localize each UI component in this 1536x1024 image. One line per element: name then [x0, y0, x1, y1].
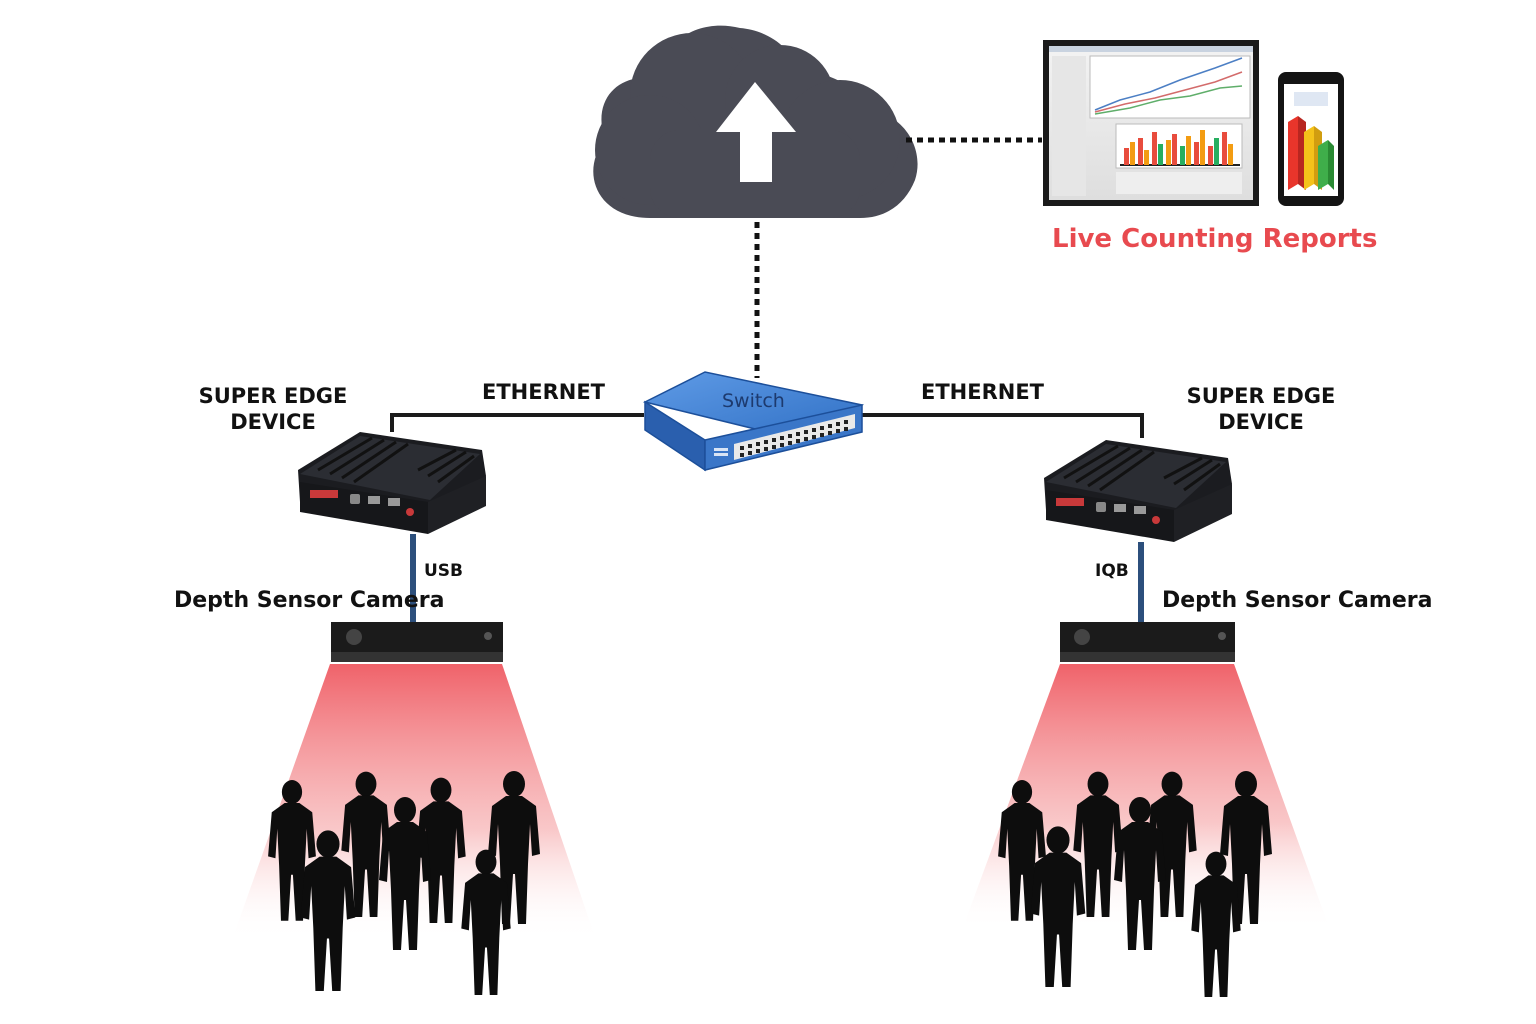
monitor-icon: [1043, 40, 1259, 206]
ethernet-label-right: ETHERNET: [921, 380, 1045, 404]
depth-camera-right-icon: [1060, 622, 1235, 662]
edge-device-right-label-line2: DEVICE: [1218, 410, 1304, 434]
cloud-upload-icon: [593, 25, 918, 219]
ethernet-label-left: ETHERNET: [482, 380, 606, 404]
edge-device-right-label: SUPER EDGE DEVICE: [1151, 383, 1371, 435]
edge-device-left-label-line1: SUPER EDGE: [198, 384, 348, 408]
camera-label-right: Depth Sensor Camera: [1162, 588, 1433, 613]
edge-device-right-label-line1: SUPER EDGE: [1186, 384, 1336, 408]
edge-device-right-icon: [1044, 440, 1232, 542]
edge-device-left-label-line2: DEVICE: [230, 410, 316, 434]
edge-device-left-icon: [298, 432, 486, 534]
live-reports-label: Live Counting Reports: [1052, 224, 1378, 254]
port-label-left: USB: [424, 561, 464, 581]
edge-device-left-label: SUPER EDGE DEVICE: [163, 383, 383, 435]
ethernet-link-right: [860, 413, 1144, 438]
port-label-right: IQB: [1095, 561, 1129, 581]
smartphone-icon: [1278, 72, 1344, 206]
depth-camera-left-icon: [331, 622, 503, 662]
ethernet-link-left: [390, 413, 644, 432]
switch-label: Switch: [722, 390, 785, 412]
camera-label-left: Depth Sensor Camera: [174, 588, 445, 613]
network-switch-icon: [642, 371, 865, 472]
